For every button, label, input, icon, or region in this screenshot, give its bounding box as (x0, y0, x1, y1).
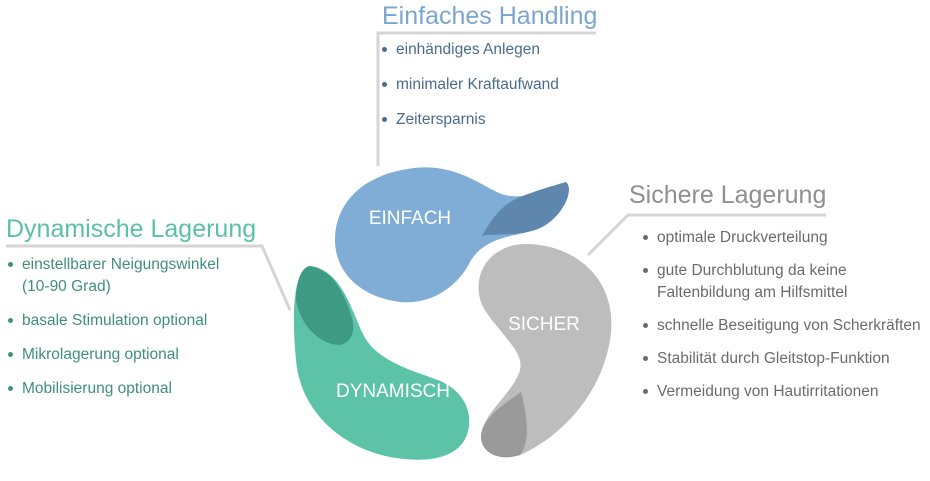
list-item-text: einstellbarer Neigungswinkel (10-90 Grad… (22, 256, 220, 295)
list-item-text: optimale Druckverteilung (657, 229, 828, 246)
list-item-text: basale Stimulation optional (22, 312, 208, 329)
list-einfaches-handling: einhändiges Anlegen minimaler Kraftaufwan… (380, 39, 559, 144)
list-item: Mikrolagerung optional (6, 344, 219, 366)
list-item: Zeitersparnis (380, 109, 559, 131)
connector-einfach (376, 31, 596, 166)
list-item: einstellbarer Neigungswinkel (10-90 Grad… (6, 254, 219, 298)
heading-sichere-lagerung: Sichere Lagerung (629, 181, 827, 209)
heading-dynamische-lagerung: Dynamische Lagerung (6, 215, 257, 243)
shape-label-einfach: EINFACH (369, 208, 451, 229)
shape-dynamisch-overlap (296, 266, 354, 345)
list-item-text: Stabilität durch Gleitstop-Funktion (657, 350, 890, 367)
list-item: gute Durchblutung da keine Faltenbildung… (641, 260, 921, 304)
list-sichere-lagerung: optimale Druckverteilung gute Durchblutun… (641, 227, 921, 414)
shape-einfach (335, 167, 569, 303)
list-item: minimaler Kraftaufwand (380, 74, 559, 96)
shape-sicher-overlap (480, 392, 527, 458)
list-item: basale Stimulation optional (6, 310, 219, 332)
list-item: Mobilisierung optional (6, 378, 219, 400)
shape-label-dynamisch: DYNAMISCH (336, 381, 450, 402)
list-dynamische-lagerung: einstellbarer Neigungswinkel (10-90 Grad… (6, 254, 219, 412)
list-item: optimale Druckverteilung (641, 227, 921, 249)
shape-label-sicher: SICHER (508, 314, 580, 335)
list-item-text: schnelle Beseitigung von Scherkräften (657, 317, 921, 334)
connector-sicher (586, 213, 826, 257)
list-item-text: einhändiges Anlegen (396, 41, 540, 58)
heading-einfaches-handling: Einfaches Handling (382, 2, 598, 30)
list-item-text: minimaler Kraftaufwand (396, 76, 559, 93)
list-item-text: Mobilisierung optional (22, 380, 172, 397)
list-item: einhändiges Anlegen (380, 39, 559, 61)
shape-einfach-overlap (482, 182, 569, 236)
list-item: schnelle Beseitigung von Scherkräften (641, 315, 921, 337)
connector-dynamisch (6, 244, 292, 311)
list-item: Vermeidung von Hautirritationen (641, 381, 921, 403)
list-item-text: gute Durchblutung da keine Faltenbildung… (657, 262, 848, 301)
list-item: Stabilität durch Gleitstop-Funktion (641, 348, 921, 370)
list-item-text: Vermeidung von Hautirritationen (657, 383, 879, 400)
list-item-text: Mikrolagerung optional (22, 346, 179, 363)
list-item-text: Zeitersparnis (396, 111, 486, 128)
